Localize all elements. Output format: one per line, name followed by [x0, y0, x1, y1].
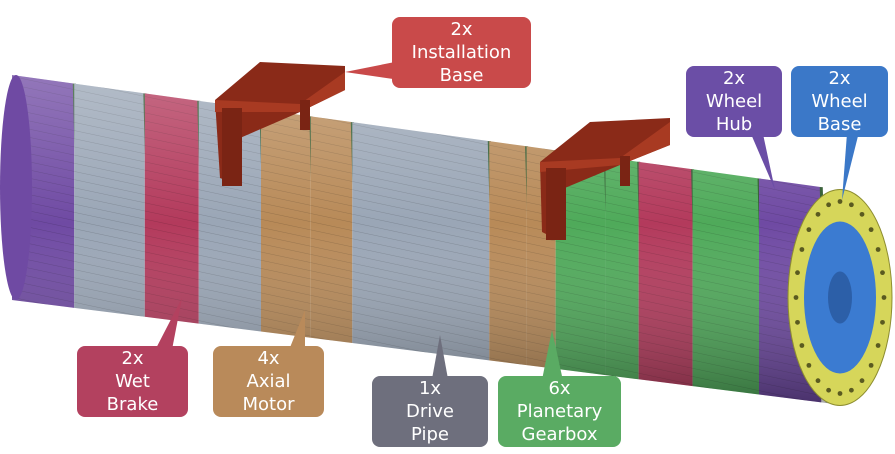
flange-bolt-hole [799, 343, 805, 348]
flange-bolt-hole [826, 202, 832, 208]
callout-wet-brake-count: 2x [121, 348, 144, 369]
callout-installation-base-line2: Base [439, 65, 484, 86]
callout-planetary-gearbox-count: 6x [548, 378, 571, 399]
callout-planetary-gearbox-line1: Planetary [516, 401, 603, 422]
callout-wheel-hub-line2: Hub [715, 114, 753, 135]
flange-bolt-hole [793, 295, 799, 300]
callout-wheel-base: 2x Wheel Base [791, 66, 888, 137]
left-end-cap [0, 75, 32, 300]
callout-axial-motor: 4x Axial Motor [213, 346, 324, 417]
flange-bolt-hole [881, 295, 887, 300]
callout-drive-pipe: 1x Drive Pipe [372, 376, 488, 447]
flange-bolt-hole [799, 247, 805, 252]
callout-wheel-base-count: 2x [828, 68, 851, 89]
callout-axial-motor-line1: Axial [246, 371, 291, 392]
callout-drive-pipe-line1: Drive [406, 401, 454, 422]
flange-bolt-hole [875, 343, 881, 348]
callout-wheel-hub-line1: Wheel [705, 91, 763, 112]
flange-bolt-hole [868, 227, 874, 233]
callout-installation-base-count: 2x [450, 19, 473, 40]
callout-axial-motor-line2: Motor [242, 394, 295, 415]
callout-planetary-gearbox: 6x Planetary Gearbox [498, 376, 621, 447]
callout-installation-base-line1: Installation [411, 42, 512, 63]
flange-bolt-hole [837, 391, 843, 396]
flange-bolt-hole [815, 378, 821, 384]
flange-bolt-hole [837, 199, 843, 204]
callout-wheel-hub: 2x Wheel Hub [686, 66, 782, 137]
installation-base-left [215, 62, 345, 186]
callout-wet-brake-line2: Brake [106, 394, 159, 415]
flange-bolt-hole [880, 270, 885, 276]
callout-wet-brake-line1: Wet [115, 371, 150, 392]
callout-wheel-base-line2: Base [817, 114, 862, 135]
flange-bolt-hole [875, 247, 881, 252]
flange-bolt-hole [859, 211, 865, 217]
callout-wheel-hub-count: 2x [722, 68, 746, 89]
callout-drive-pipe-line2: Pipe [411, 424, 449, 445]
callout-axial-motor-count: 4x [257, 348, 280, 369]
flange-bolt-hole [795, 319, 800, 325]
callout-wheel-base-line1: Wheel [811, 91, 868, 112]
flange-bolt-hole [880, 319, 885, 325]
installation-base-right [540, 118, 670, 240]
callout-installation-base: 2x Installation Base [392, 17, 531, 88]
flange-bolt-hole [806, 227, 812, 233]
wheel-base-center [828, 271, 852, 324]
flange-bolt-hole [848, 387, 854, 393]
flange-bolt-hole [815, 211, 821, 217]
flange-bolt-hole [859, 378, 865, 384]
flange-bolt-hole [848, 202, 854, 208]
flange-bolt-hole [868, 362, 874, 368]
callout-planetary-gearbox-line2: Gearbox [521, 424, 598, 445]
callout-wet-brake: 2x Wet Brake [77, 346, 188, 417]
flange-bolt-hole [795, 270, 800, 276]
callout-drive-pipe-count: 1x [418, 378, 442, 399]
flange-bolt-hole [826, 387, 832, 393]
flange-bolt-hole [806, 362, 812, 368]
